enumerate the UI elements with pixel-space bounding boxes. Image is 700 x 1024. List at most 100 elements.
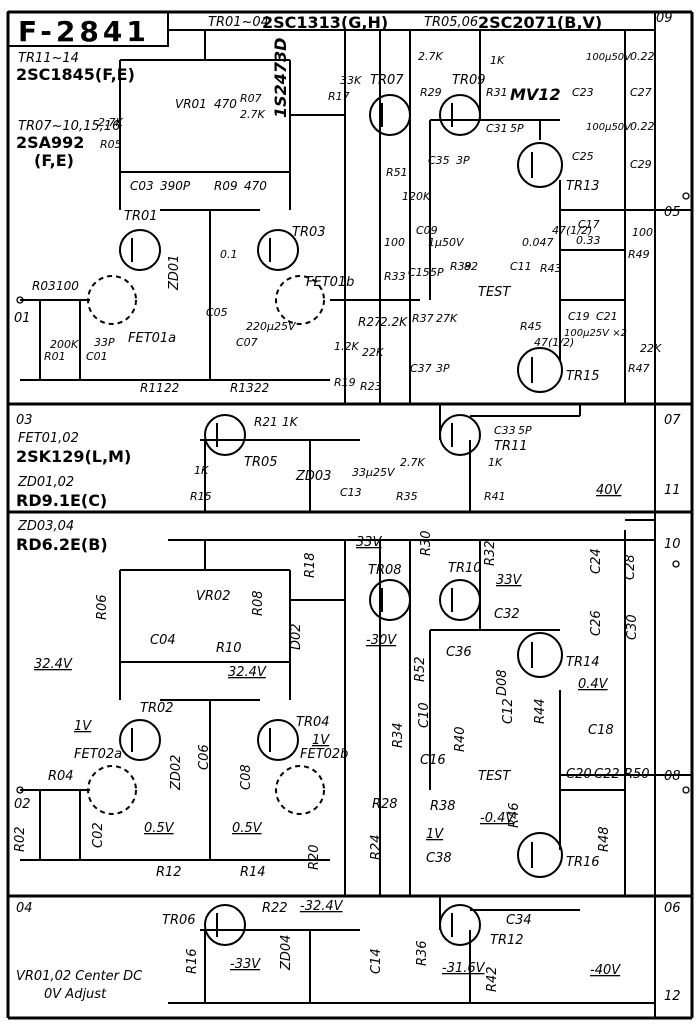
c26-label: C26 [589,610,604,636]
c13-label: C13 [340,486,362,499]
test-label-upper: TEST [478,285,511,300]
c16-label: C16 [420,753,446,768]
r15-value: 1K [194,464,209,477]
voltage-32-4v-neg: -32.4V [300,899,344,914]
c17-value: 0.33 [576,234,601,247]
vr01-value: 470 [214,97,237,111]
terminal-01: 01 [14,311,31,326]
r32-label: R32 [483,540,498,566]
c11-value: 0.047 [522,236,554,249]
c07-label: C07 [236,336,258,349]
tr05-label: TR05 [244,455,278,470]
voltage-0-5v-right: 0.5V [232,821,263,836]
terminal-03: 03 [16,413,33,428]
r43-label: R43 [540,262,562,275]
c04-label: C04 [150,633,176,648]
left-notes: FET01,02 2SK129(L,M) ZD01,02 RD9.1E(C) Z… [16,431,143,1002]
r23-label: R23 [360,380,382,393]
c29-label: C29 [630,158,652,171]
c01-label: C01 [86,350,108,363]
tr05-06-part: 2SC2071(B,V) [478,13,602,32]
fet01b-label: FET01b [306,275,354,290]
r41-value: 1K [488,456,503,469]
c29-value: 0.22 [630,120,655,133]
r04-label: R04 [48,769,74,784]
diagram-title: F-2841 [18,15,150,48]
r24-label: R24 [369,834,384,860]
r09-value: 470 [244,179,267,193]
r23-value: 22K [362,346,384,359]
r48-label: R48 [597,826,612,852]
r38-label: R38 [430,799,456,814]
r43-value: 47(1/2) [552,224,592,237]
terminal-02: 02 [14,797,31,812]
r03-value: 100 [56,279,79,293]
r15-label: R15 [190,490,212,503]
c11-label: C11 [510,260,532,273]
r21-label: R21 [254,415,278,429]
c35-value: 3P [456,154,470,167]
r47-label: R47 [628,362,650,375]
r19-value: 1.2K [334,340,359,353]
c36-label: C36 [446,645,472,660]
c06-label: C06 [197,744,212,770]
voltage-0-4v-pos: 0.4V [578,677,609,692]
tr10-label: TR10 [448,561,482,576]
fet02b-label: FET02b [300,747,348,762]
r42-label: R42 [485,966,500,992]
c21-value: 100μ25V ×2 [564,328,627,339]
vr-note-line1: VR01,02 Center DC [16,969,143,984]
c21-label: C21 [596,310,618,323]
terminal-06: 06 [664,901,681,916]
vr02-label: VR02 [196,589,230,604]
c27-label: C27 [630,86,652,99]
r37-label: R37 [412,312,434,325]
c09-value: 1μ50V [428,236,465,249]
voltage-33v-neg: -33V [230,957,261,972]
d07-part: MV12 [510,85,561,104]
voltage-32-4v-mid: 32.4V [228,665,267,680]
d08-label: D08 [495,669,510,696]
c05-label: C05 [206,306,228,319]
voltage-labels: 40V -40V 33V 33V -30V 32.4V 32.4V -32.4V… [34,483,623,978]
r07-label: R07 [240,92,262,105]
terminal-10: 10 [664,537,681,552]
upper-component-labels: VR01 470 R05 2.7K R07 2.7K 1S2473D R17 3… [32,38,662,503]
r33-value: 100 [384,236,405,249]
tr11-14-part: 2SC1845(F,E) [16,65,135,84]
zd12-label: ZD01,02 [17,475,74,490]
terminal-07: 07 [664,413,681,428]
r08-label: R08 [251,590,266,616]
tr16-label: TR16 [566,855,600,870]
r11-value: 22 [164,381,179,395]
voltage-31-6v-neg: -31.6V [442,961,486,976]
r34-label: R34 [391,722,406,748]
voltage-40v-neg: -40V [590,963,621,978]
c12-label: C12 [501,698,516,724]
c33-label: C33 [494,424,516,437]
r27-label: R27 [358,315,382,329]
tr13-label: TR13 [566,179,600,194]
vr01-label: VR01 [175,97,207,111]
fet01a-label: FET01a [128,331,176,346]
r17-value: 33K [340,74,362,87]
c31-label: C31 [486,122,508,135]
r03-label: R03 [32,279,56,293]
c22-label: C22 [594,767,620,782]
voltage-0-5v-left: 0.5V [144,821,175,836]
r16-label: R16 [185,948,200,974]
tr06-label: TR06 [162,913,196,928]
c19-label: C19 [568,310,590,323]
terminal-04: 04 [16,901,33,916]
c38-label: C38 [426,851,452,866]
r49-label: R49 [628,248,650,261]
voltage-30v-neg: -30V [366,633,397,648]
upper-wiring [20,30,625,512]
c23-value: 100μ50V [586,52,632,63]
c35-label: C35 [428,154,450,167]
r31-value: 1K [490,54,505,67]
tr03-label: TR03 [292,225,326,240]
c37-value: 3P [436,362,450,375]
r51-value: 120K [402,190,431,203]
